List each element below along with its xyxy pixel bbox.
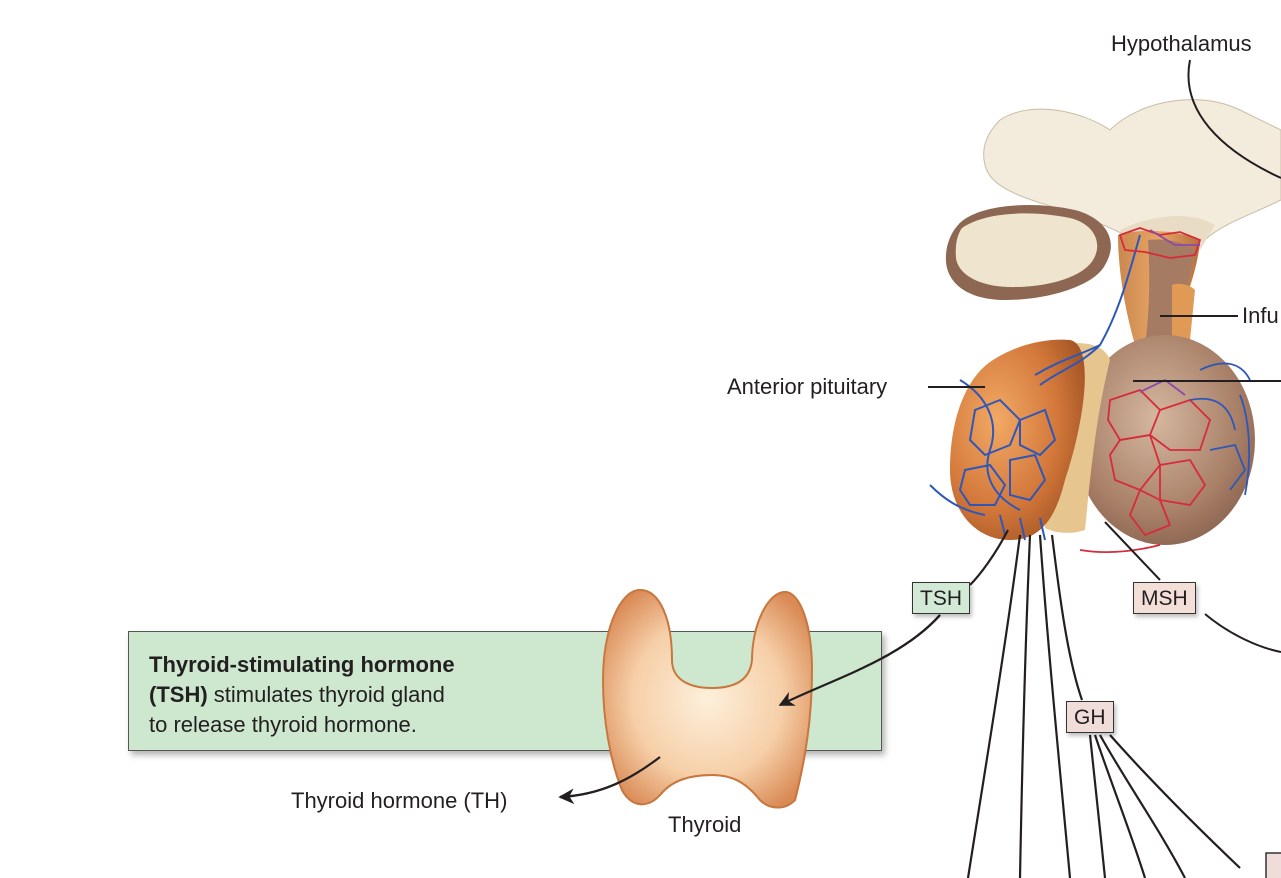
posterior-pituitary <box>1075 335 1255 545</box>
capillary-network-posterior <box>1079 227 1212 553</box>
tsh-info-line2: to release thyroid hormone. <box>149 712 417 737</box>
brain-tissue <box>945 99 1281 300</box>
capillary-network-posterior-veins <box>1189 362 1251 496</box>
hormone-lines <box>966 529 1241 878</box>
tsh-info-line1: stimulates thyroid gland <box>207 682 445 707</box>
tag-tsh: TSH <box>912 582 970 614</box>
label-thyroid-hormone: Thyroid hormone (TH) <box>291 788 508 813</box>
tsh-info-abbr: (TSH) <box>149 682 208 707</box>
label-hypothalamus: Hypothalamus <box>1111 31 1252 56</box>
anterior-pituitary <box>950 339 1085 540</box>
infundibulum-stalk <box>1118 230 1200 345</box>
label-thyroid: Thyroid <box>668 812 742 837</box>
label-anterior-pituitary: Anterior pituitary <box>727 374 888 399</box>
tag-gh: GH <box>1066 701 1114 733</box>
partial-hormone-tag <box>1265 852 1281 878</box>
label-infundibulum: Infu <box>1242 303 1279 328</box>
tag-msh: MSH <box>1133 582 1196 614</box>
tsh-info-title: Thyroid-stimulating hormone <box>149 652 455 677</box>
capillary-network-anterior <box>929 234 1141 541</box>
leader-lines <box>928 59 1281 653</box>
tsh-info-text: Thyroid-stimulating hormone (TSH) stimul… <box>149 650 569 740</box>
